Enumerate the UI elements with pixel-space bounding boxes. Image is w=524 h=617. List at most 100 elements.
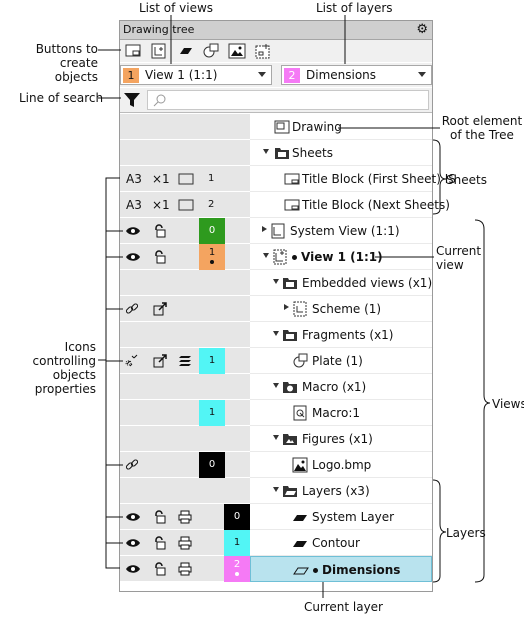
eye-icon[interactable]: [125, 250, 141, 264]
annotation-sheets: Sheets: [446, 173, 487, 187]
expand-arrow-icon[interactable]: [263, 253, 269, 258]
tree-row-sheet-2[interactable]: A3 ×1 2 Title Block (Next Sheets): [120, 192, 450, 218]
expand-arrow-icon[interactable]: [273, 279, 279, 284]
expand-arrow-icon[interactable]: [262, 226, 267, 232]
new-figure-icon[interactable]: [228, 43, 246, 59]
tree-row-scheme[interactable]: Scheme (1): [120, 296, 432, 322]
props-cell: 1: [120, 530, 250, 556]
view-selector[interactable]: 1 View 1 (1:1): [120, 65, 272, 85]
tree-row-system-layer[interactable]: 0 System Layer: [120, 504, 432, 530]
props-cell: [120, 374, 250, 400]
unlock-icon[interactable]: [153, 510, 167, 524]
expand-arrow-icon[interactable]: [273, 487, 279, 492]
expand-arrow-icon[interactable]: [273, 383, 279, 388]
new-macro-icon[interactable]: [202, 43, 220, 59]
props-cell: 0: [120, 504, 250, 530]
tree-label: Macro:1: [312, 406, 360, 420]
unlock-icon[interactable]: [153, 562, 167, 576]
filter-icon[interactable]: [123, 91, 141, 109]
fragments-folder-icon: [283, 330, 297, 341]
printer-icon[interactable]: [178, 510, 192, 524]
tree-cell: Drawing: [250, 114, 432, 140]
figure-badge: 0: [199, 452, 225, 478]
sheet-number: 1: [208, 173, 215, 184]
eye-icon[interactable]: [125, 562, 141, 576]
props-cell: [120, 270, 250, 296]
tree-row-embedded-views[interactable]: Embedded views (x1): [120, 270, 432, 296]
tree-row-layers[interactable]: Layers (x3): [120, 478, 432, 504]
tree-cell: Layers (x3): [250, 478, 432, 504]
external-link-icon[interactable]: [153, 302, 167, 316]
tree-label: Embedded views (x1): [302, 276, 433, 290]
props-cell: A3 ×1 2: [120, 192, 250, 218]
chevron-down-icon[interactable]: [258, 72, 266, 77]
image-icon: [292, 457, 308, 473]
tree-label: Sheets: [292, 146, 333, 160]
sheet-scale: ×1: [152, 198, 170, 212]
eye-icon[interactable]: [125, 536, 141, 550]
printer-icon[interactable]: [178, 536, 192, 550]
layers-stack-icon[interactable]: [178, 354, 192, 368]
annotation-views: Views: [492, 397, 524, 411]
tree-row-macro[interactable]: Macro (x1): [120, 374, 432, 400]
tree-row-macro-1[interactable]: 1 Macro:1: [120, 400, 432, 426]
macro-folder-icon: [283, 382, 297, 393]
tree-row-dimensions[interactable]: 2 Dimensions: [120, 556, 432, 582]
chevron-down-icon[interactable]: [418, 72, 426, 77]
layer-label: Dimensions: [306, 68, 377, 82]
new-embedded-view-icon[interactable]: [254, 43, 272, 59]
props-cell: [120, 478, 250, 504]
fragment-icon: [293, 353, 308, 368]
tree-row-sheet-1[interactable]: A3 ×1 1 Title Block (First Sheet) IS: [120, 166, 456, 192]
tree-row-contour[interactable]: 1 Contour: [120, 530, 432, 556]
eye-icon[interactable]: [125, 224, 141, 238]
layer-badge: 2: [224, 556, 250, 582]
sheet-orientation-icon[interactable]: [178, 172, 194, 186]
broken-link-icon[interactable]: [125, 354, 139, 368]
props-cell: [120, 114, 250, 140]
tree-row-plate[interactable]: 1 Plate (1): [120, 348, 432, 374]
expand-arrow-icon[interactable]: [263, 149, 269, 154]
search-icon: [153, 94, 166, 107]
panel-title-bar: Drawing tree ⚙: [120, 21, 432, 40]
tree-row-fragments[interactable]: Fragments (x1): [120, 322, 432, 348]
tree-row-figures[interactable]: Figures (x1): [120, 426, 432, 452]
tree-row-logo[interactable]: 0 Logo.bmp: [120, 452, 432, 478]
tree-row-system-view[interactable]: 0 System View (1:1): [120, 218, 432, 244]
expand-arrow-icon[interactable]: [284, 304, 289, 310]
tree-row-drawing[interactable]: Drawing: [120, 114, 432, 140]
props-cell: [120, 140, 250, 166]
new-view-icon[interactable]: [124, 43, 142, 59]
tree-row-sheets[interactable]: Sheets: [120, 140, 432, 166]
search-input[interactable]: [147, 90, 429, 110]
gear-icon[interactable]: ⚙: [416, 22, 428, 37]
external-link-icon[interactable]: [153, 354, 167, 368]
expand-arrow-icon[interactable]: [273, 331, 279, 336]
tree-row-view-1[interactable]: 1 View 1 (1:1): [120, 244, 432, 270]
annotation-layers: Layers: [446, 526, 486, 540]
sheet-format: A3: [126, 198, 142, 212]
tree-label: System View (1:1): [290, 224, 400, 238]
eye-icon[interactable]: [125, 510, 141, 524]
new-layer-icon[interactable]: [176, 43, 194, 59]
unlock-icon[interactable]: [153, 250, 167, 264]
sheet-orientation-icon[interactable]: [178, 198, 194, 212]
macro-icon: [293, 405, 307, 421]
printer-icon[interactable]: [178, 562, 192, 576]
tree-label: Scheme (1): [312, 302, 382, 316]
create-toolbar: [120, 40, 432, 62]
link-icon[interactable]: [125, 458, 139, 472]
expand-arrow-icon[interactable]: [273, 435, 279, 440]
link-icon[interactable]: [125, 302, 139, 316]
unlock-icon[interactable]: [153, 224, 167, 238]
tree-label: Macro (x1): [302, 380, 367, 394]
new-fragment-icon[interactable]: [150, 43, 168, 59]
tree-label: Dimensions: [313, 557, 400, 583]
tree-cell: Embedded views (x1): [250, 270, 432, 296]
unlock-icon[interactable]: [153, 536, 167, 550]
layer-selector[interactable]: 2 Dimensions: [281, 65, 432, 85]
tree-label: View 1 (1:1): [292, 244, 383, 270]
